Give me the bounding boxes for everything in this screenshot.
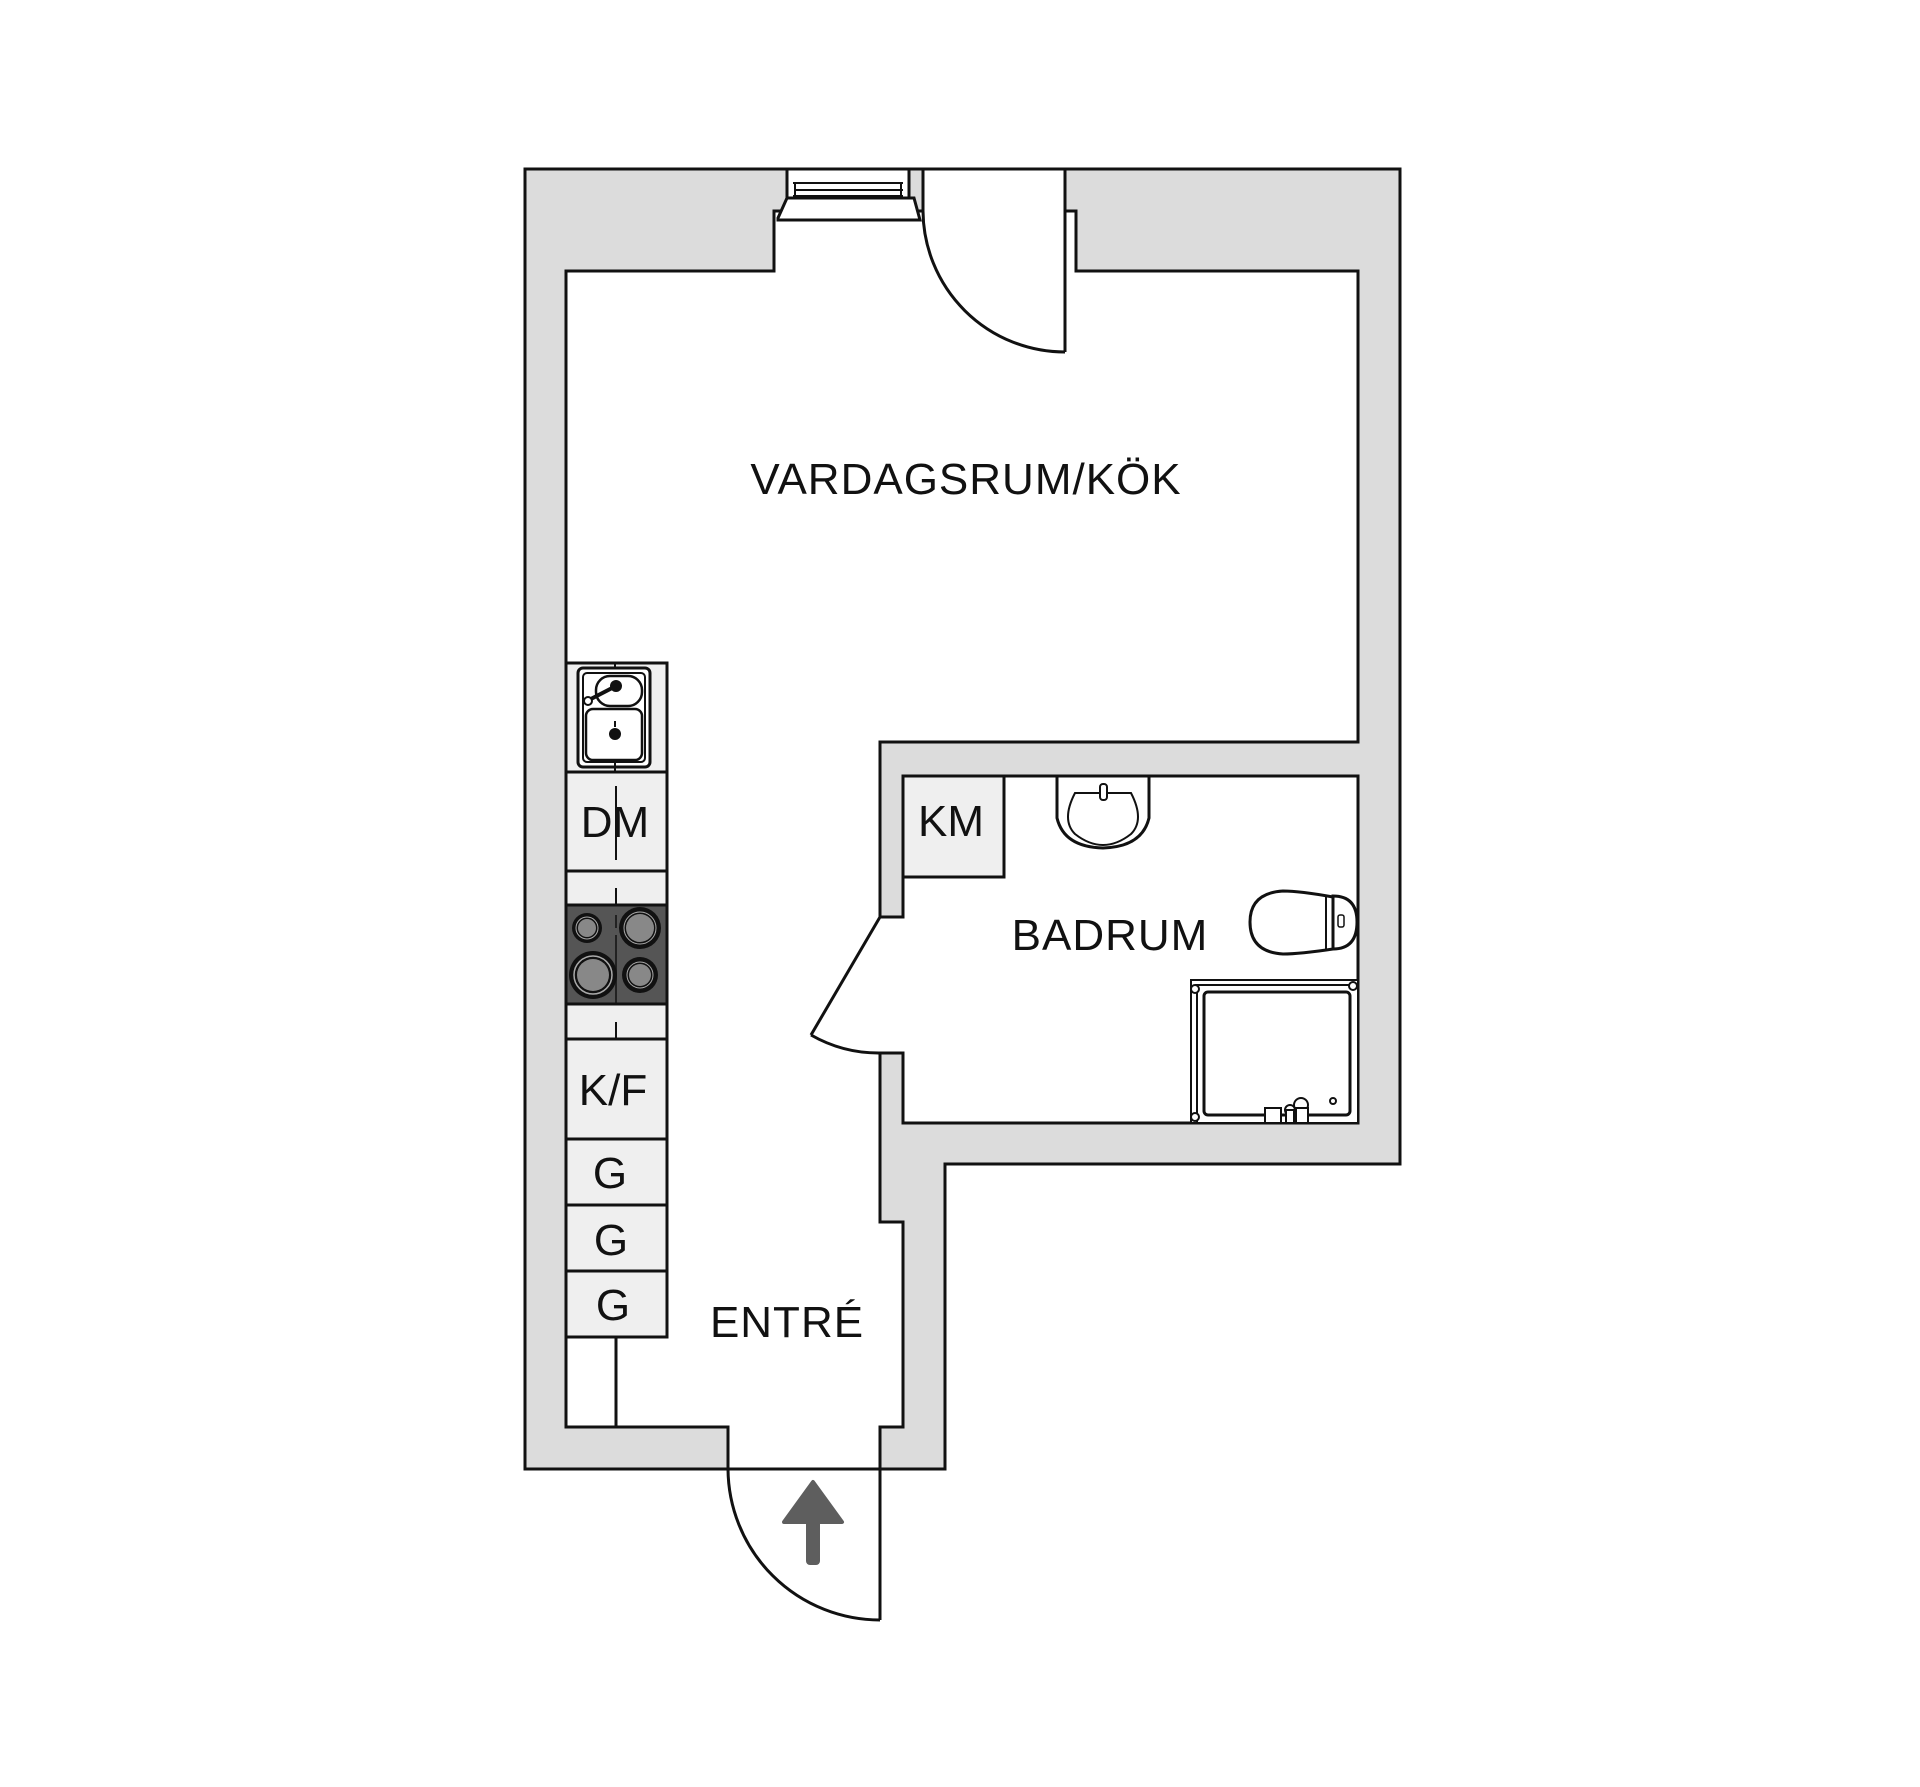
bathroom: KM [901, 774, 1359, 1124]
entrance-door [726, 1467, 882, 1622]
washing-machine-label: KM [918, 797, 984, 846]
wash-basin-icon [1055, 774, 1151, 850]
window [776, 167, 925, 222]
toilet-icon [1248, 889, 1359, 956]
room-label-entrance: ENTRÉ [710, 1298, 864, 1347]
fridge-freezer [564, 1037, 669, 1141]
wardrobe-2-label: G [594, 1216, 628, 1265]
dishwasher-label: DM [581, 798, 649, 847]
room-label-living-kitchen: VARDAGSRUM/KÖK [750, 455, 1181, 504]
fridge-freezer-label: K/F [579, 1066, 647, 1115]
kitchen-counter: DM K/F G G G [564, 661, 669, 1427]
shower-icon [1190, 979, 1359, 1124]
wardrobe-2 [564, 1203, 669, 1273]
top-door [921, 167, 1067, 354]
stove-icon [564, 903, 669, 1006]
room-label-bathroom: BADRUM [1012, 911, 1209, 960]
washing-machine [901, 774, 1006, 879]
entrance-arrow-icon [782, 1480, 844, 1565]
wardrobe-1 [564, 1137, 669, 1207]
sink-icon [576, 663, 652, 772]
wardrobe-3-label: G [596, 1281, 630, 1330]
exterior-walls-right [878, 167, 1402, 1471]
bathroom-door [809, 916, 882, 1055]
wardrobe-1-label: G [593, 1149, 627, 1198]
